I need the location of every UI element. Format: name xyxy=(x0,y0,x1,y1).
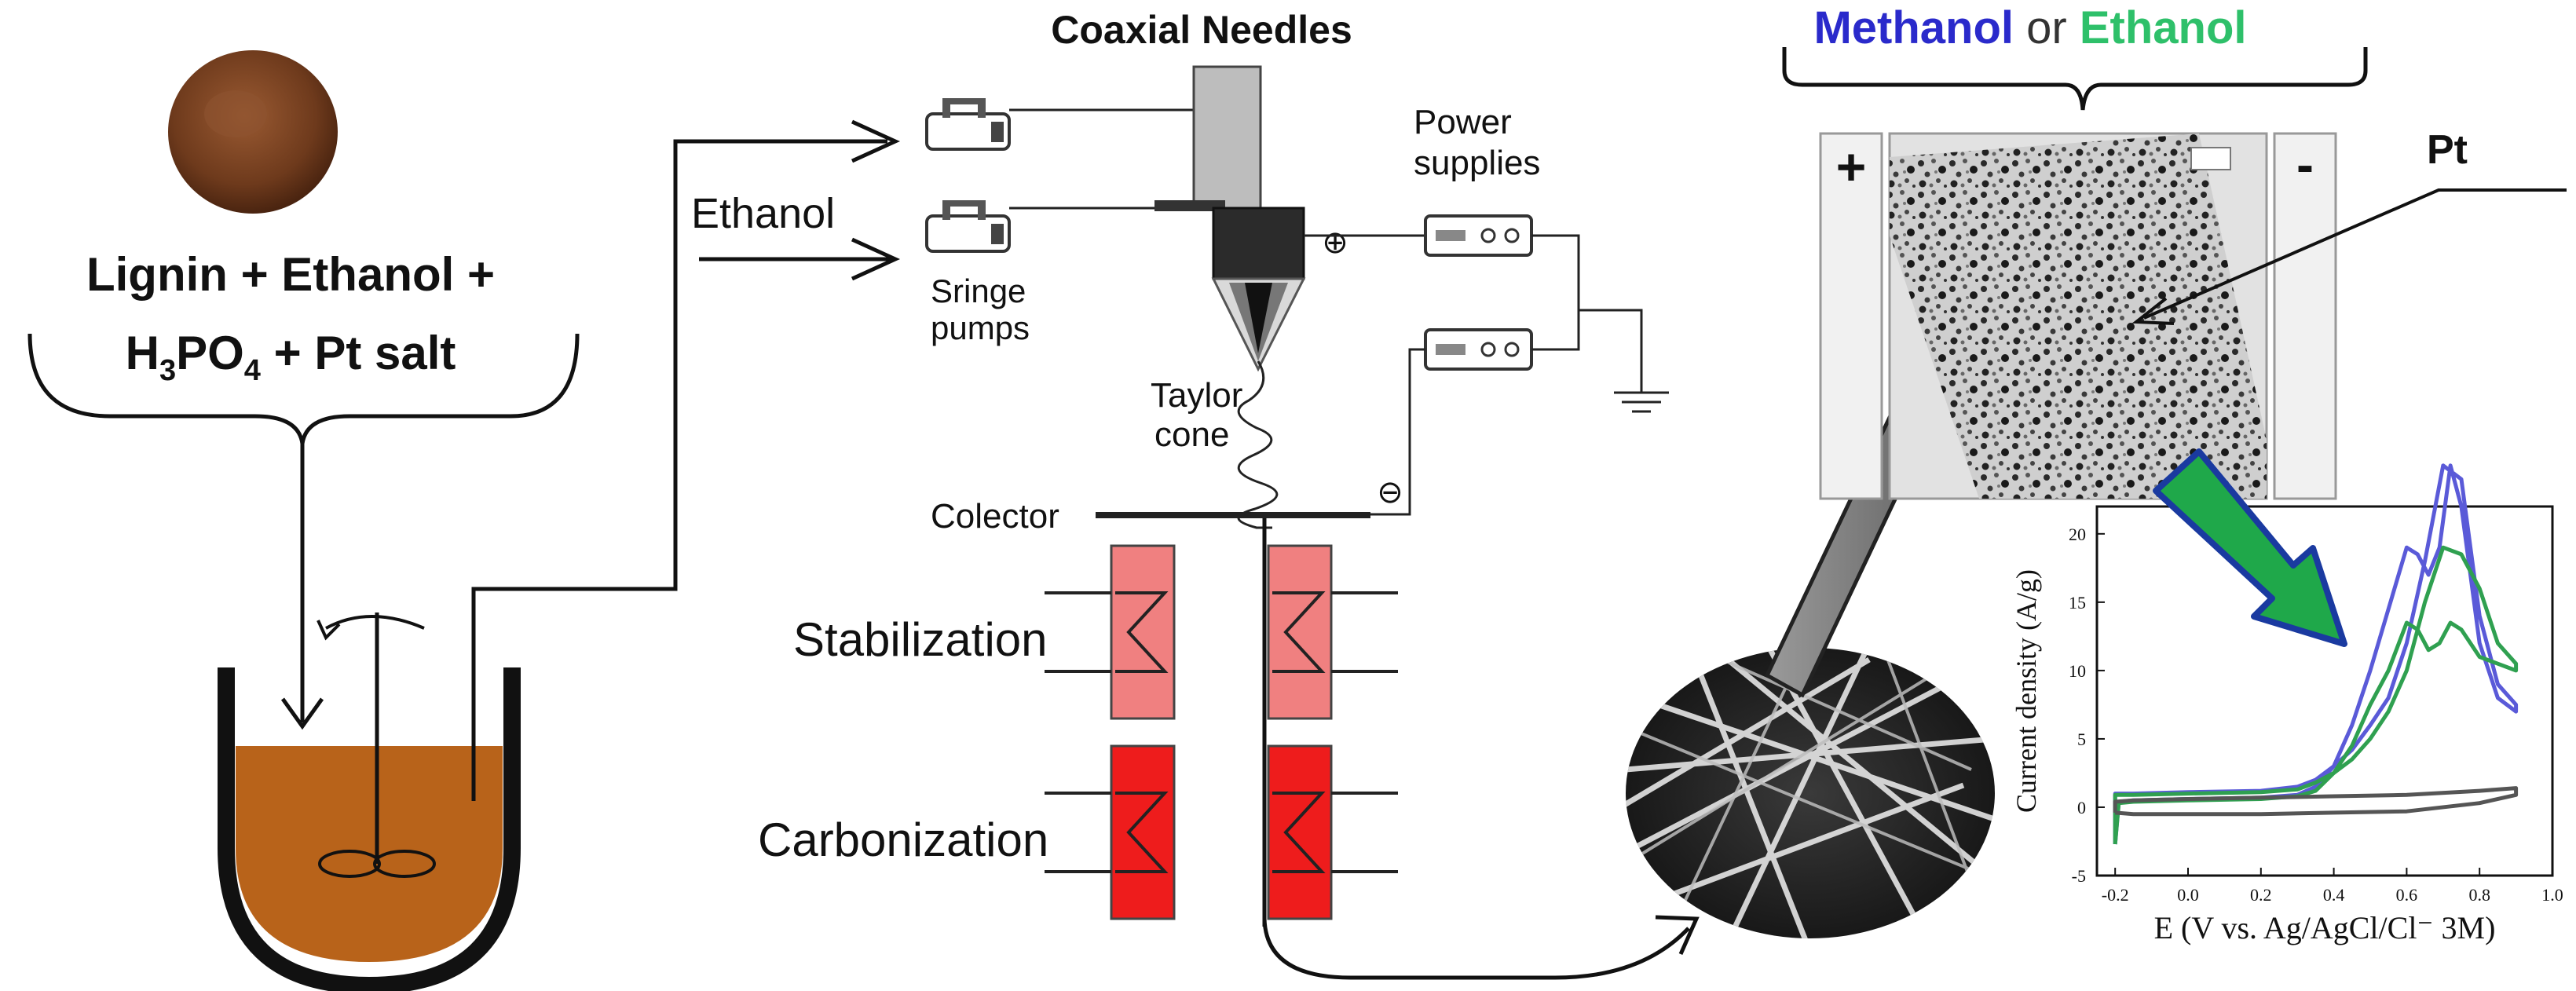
fuel-bracket xyxy=(1782,47,2368,111)
supply-arrow-head xyxy=(851,119,901,163)
syringe-pumps-label-line1: Sringe xyxy=(931,272,1026,309)
svg-text:Methanol or Ethanol: Methanol or Ethanol xyxy=(1813,2,2246,53)
collector-plate xyxy=(1096,512,1370,518)
mixture-label-line1: Lignin + Ethanol + xyxy=(86,248,495,301)
cv-series-line-2 xyxy=(2113,545,2519,845)
electrode-negative: - xyxy=(2273,132,2337,500)
taylor-cone-label-line1: Taylor xyxy=(1151,376,1242,415)
cv-x-tick-label: 0.6 xyxy=(2396,885,2418,905)
stirrer-icon xyxy=(317,613,436,878)
stabilization-furnace xyxy=(1045,544,1176,720)
taylor-cone-label-line2: cone xyxy=(1154,415,1229,454)
cv-plot-frame xyxy=(2095,505,2554,877)
cv-series-line-1 xyxy=(2113,463,2519,845)
pt-label: Pt xyxy=(2427,127,2468,173)
cv-y-tick-label: 5 xyxy=(2077,730,2086,749)
stabilization-furnace xyxy=(1267,544,1398,720)
power-supply-icon xyxy=(1424,214,1533,257)
cv-x-tick-label: 1.0 xyxy=(2541,885,2563,905)
cv-y-tick-label: 15 xyxy=(2069,593,2086,613)
cv-y-tick-label: 0 xyxy=(2077,798,2086,817)
cv-y-tick-label: 20 xyxy=(2069,525,2086,544)
fuel-title: Methanol or Ethanol xyxy=(1813,2,2246,53)
ethanol-arrow-head xyxy=(851,237,901,281)
carbonization-furnace xyxy=(1267,744,1398,920)
ground-icon xyxy=(1614,391,1669,413)
cv-x-label: E (V vs. Ag/AgCl/Cl⁻ 3M) xyxy=(2154,910,2496,945)
collector-label: Colector xyxy=(931,497,1059,536)
mixture-label-line2: H3PO4 + Pt salt xyxy=(126,327,456,387)
cv-x-tick-label: 0.4 xyxy=(2323,885,2345,905)
reactor-beaker xyxy=(218,667,521,991)
syringe-pump-icon xyxy=(925,200,1011,253)
electrode-positive: + xyxy=(1819,132,1883,500)
cv-x-tick-label: -0.2 xyxy=(2102,885,2129,905)
cv-y-label: Current density (A/g) xyxy=(2011,569,2042,813)
power-supplies-label-line1: Power xyxy=(1414,103,1512,141)
coaxial-needles-title: Coaxial Needles xyxy=(1051,8,1352,52)
furnace-group xyxy=(1045,544,1398,920)
svg-text:+: + xyxy=(1836,137,1867,196)
cv-chart: -0.2 0.0 0.2 0.4 0.6 0.8 1.0 -5 0 5 10 15 20 E (V vs… xyxy=(2011,463,2568,945)
power-supplies-label-line2: supplies xyxy=(1414,144,1540,182)
cv-y-tick-label: -5 xyxy=(2072,866,2086,886)
coaxial-needle xyxy=(1154,65,1306,529)
plus-terminal: ⊕ xyxy=(1322,225,1348,260)
tem-image xyxy=(1888,132,2268,500)
svg-text:-: - xyxy=(2296,135,2314,193)
cv-ticks: -0.2 0.0 0.2 0.4 0.6 0.8 1.0 -5 0 5 10 15 20 xyxy=(2069,525,2563,905)
minus-terminal: ⊖ xyxy=(1377,475,1403,510)
cv-y-tick-label: 10 xyxy=(2069,661,2086,681)
lignin-powder-image xyxy=(168,50,338,214)
ethanol-label: Ethanol xyxy=(691,190,835,237)
pt-pointer-head xyxy=(2131,297,2175,325)
ground-wire-top xyxy=(1531,234,1643,393)
cv-x-tick-label: 0.0 xyxy=(2177,885,2199,905)
power-supply-icon xyxy=(1424,328,1533,371)
supply-line xyxy=(471,139,887,801)
fiber-transfer-arrow-head xyxy=(1655,915,1700,956)
cv-series-line-3 xyxy=(2113,786,2519,817)
green-arrow xyxy=(2153,448,2347,647)
stabilization-label: Stabilization xyxy=(793,613,1048,666)
nanofiber-mat-image xyxy=(1626,648,1995,938)
cv-series xyxy=(2113,463,2519,845)
carbonization-label: Carbonization xyxy=(758,814,1048,866)
carbonization-furnace xyxy=(1045,744,1176,920)
feed-arrow-head xyxy=(280,697,324,730)
ground-wire-bottom xyxy=(1531,310,1580,351)
fiber-transfer-line-curve xyxy=(1262,918,1690,980)
syringe-pump-icon xyxy=(925,98,1011,151)
cv-x-tick-label: 0.2 xyxy=(2250,885,2272,905)
pt-pointer xyxy=(2143,188,2567,320)
syringe-pumps-label-line2: pumps xyxy=(931,309,1030,346)
negative-wire xyxy=(1370,348,1425,516)
cv-x-tick-label: 0.8 xyxy=(2468,885,2490,905)
